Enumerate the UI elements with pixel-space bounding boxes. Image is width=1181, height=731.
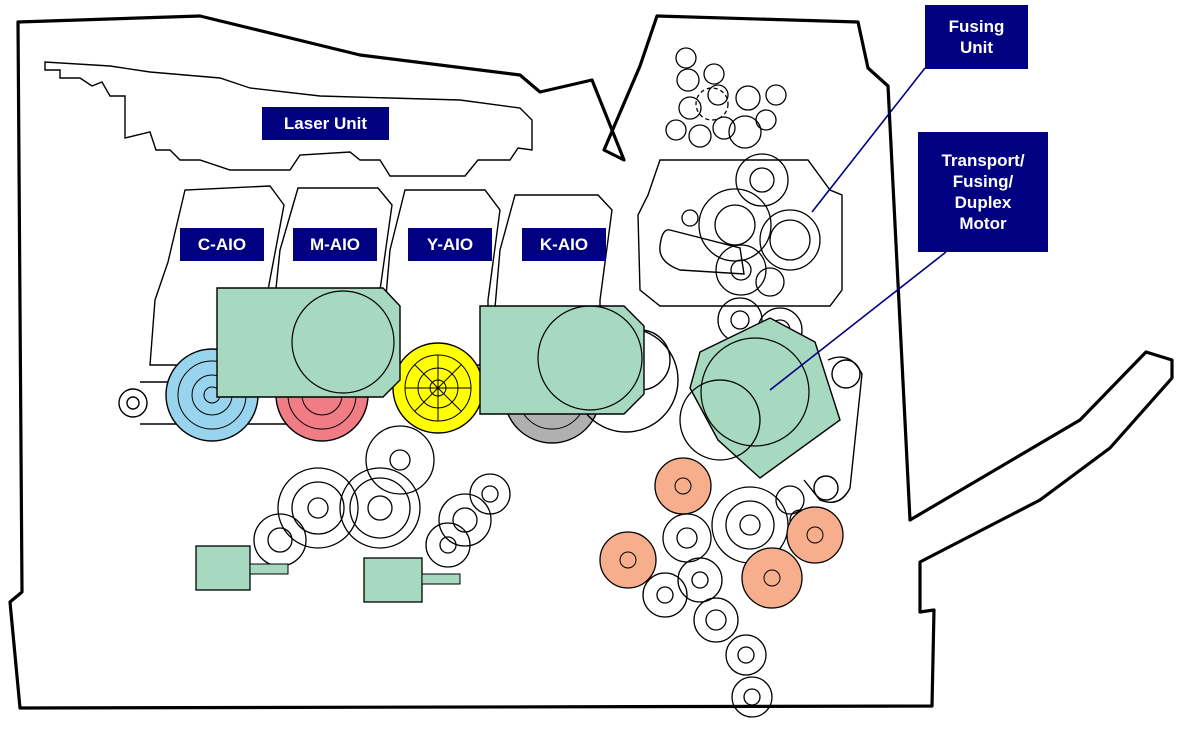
transport-fusing-duplex-motor	[690, 318, 840, 478]
k-aio-label-text: K-AIO	[540, 234, 588, 255]
exit-roller-cluster	[666, 48, 788, 206]
fusing-unit-pointer-line	[812, 68, 925, 212]
lower-left-gear-train	[254, 426, 510, 567]
laser-unit-label-text: Laser Unit	[284, 113, 367, 134]
fusing-unit-label-line1: Fusing	[949, 16, 1005, 37]
motor-label-line3: Duplex	[955, 192, 1012, 213]
motor-label-line1: Transport/	[941, 150, 1024, 171]
duplex-belt-pulley	[832, 360, 860, 388]
c-aio-label: C-AIO	[180, 228, 264, 261]
fusing-unit-label-line2: Unit	[960, 37, 993, 58]
y-aio-label: Y-AIO	[408, 228, 492, 261]
motor-label-line2: Fusing/	[953, 171, 1013, 192]
m-aio-label-text: M-AIO	[310, 234, 360, 255]
idle-roller-left-hub	[127, 397, 139, 409]
aio-drive-motor-left	[217, 288, 400, 397]
paper-feed-motor-2	[364, 558, 460, 602]
m-aio-label: M-AIO	[293, 228, 377, 261]
motor-label-line4: Motor	[959, 213, 1006, 234]
fusing-unit-outline	[638, 160, 842, 306]
yellow-drum	[393, 343, 483, 433]
motor-pointer-line	[770, 252, 946, 390]
k-aio-label: K-AIO	[522, 228, 606, 261]
transport-fusing-duplex-motor-label: Transport/ Fusing/ Duplex Motor	[918, 132, 1048, 252]
duplex-belt-pulley-lower	[814, 476, 838, 500]
idle-roller-left	[119, 389, 147, 417]
y-aio-label-text: Y-AIO	[427, 234, 473, 255]
fusing-unit-label: Fusing Unit	[925, 5, 1028, 69]
c-aio-label-text: C-AIO	[198, 234, 246, 255]
laser-unit-label: Laser Unit	[262, 107, 389, 140]
paper-feed-motor-1	[196, 546, 288, 590]
aio-drive-motor-right	[480, 306, 644, 414]
